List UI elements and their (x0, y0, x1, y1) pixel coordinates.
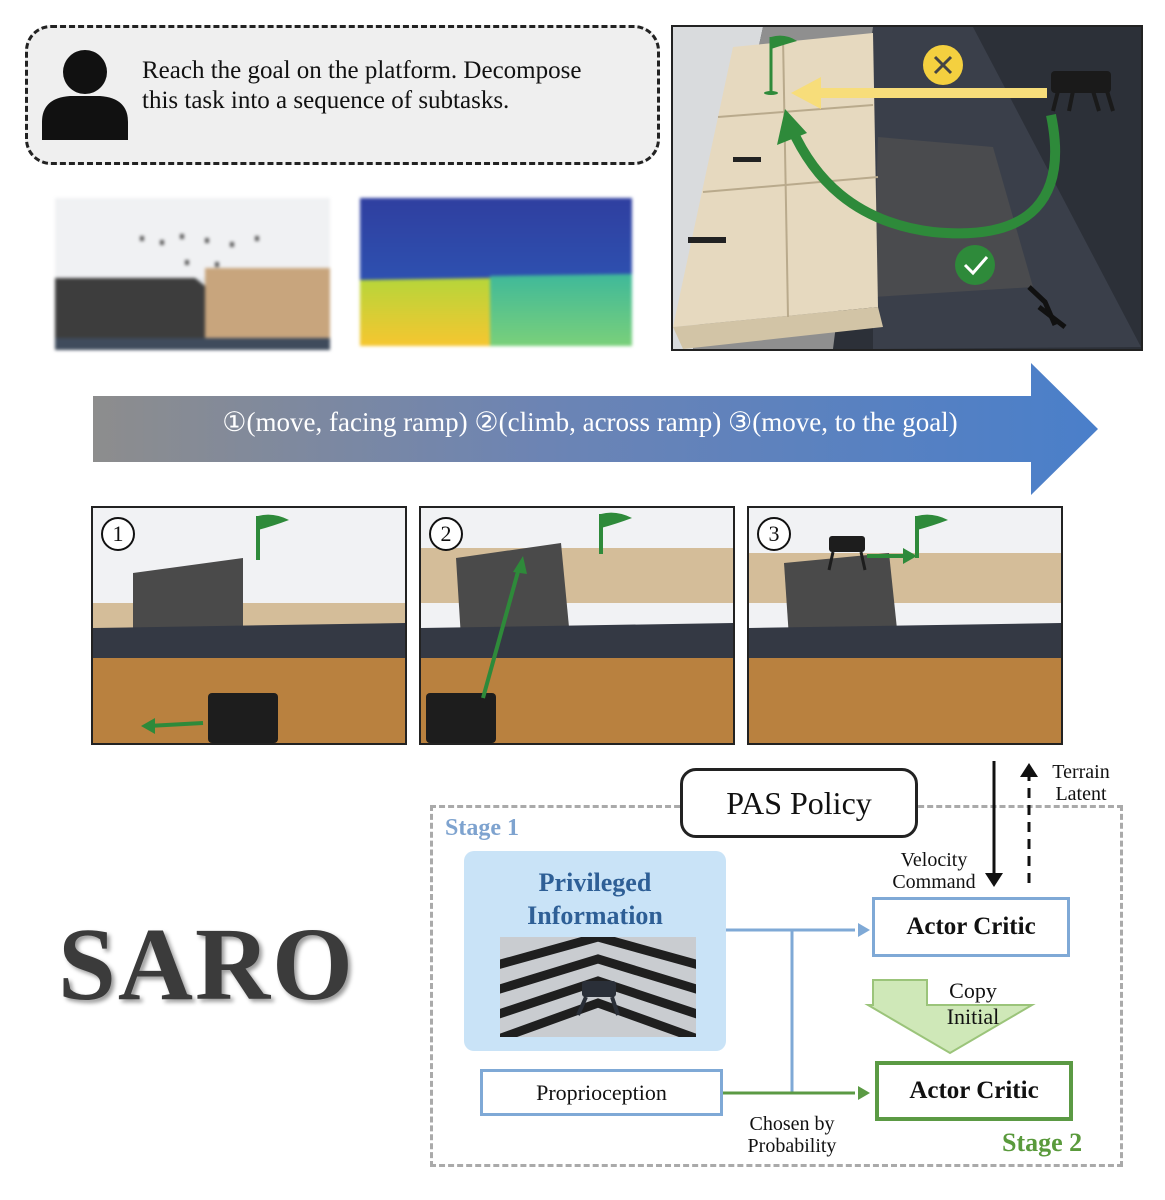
scene-illustration (673, 27, 1141, 349)
simulation-terrain-image (500, 937, 696, 1037)
copy-line-1: Copy (949, 978, 997, 1003)
success-check-icon (955, 245, 995, 285)
prompt-line-1: Reach the goal on the platform. Decompos… (142, 57, 582, 84)
privileged-line-2: Information (527, 901, 663, 930)
robot-icon (1051, 71, 1115, 112)
plan-text: ①(move, facing ramp) ②(climb, across ram… (222, 407, 958, 437)
goal-flag-icon (764, 35, 797, 95)
proprioception-box: Proprioception (480, 1069, 723, 1116)
step-number-1: 1 (101, 517, 135, 551)
pas-policy-box: PAS Policy (680, 768, 918, 838)
flag-icon (599, 512, 632, 554)
actor-critic-stage-2: Actor Critic (875, 1061, 1073, 1121)
prompt-bubble (25, 25, 660, 165)
step-2-illustration (421, 508, 733, 743)
prompt-line-2: this task into a sequence of subtasks. (142, 87, 510, 114)
step-photo-2 (419, 506, 735, 745)
privileged-information-title: Privileged Information (464, 866, 726, 932)
diagram-connectors (723, 761, 1038, 1100)
stage-2-label: Stage 2 (1002, 1128, 1083, 1157)
velocity-command-label: Velocity Command (882, 849, 986, 893)
step-1-illustration (93, 508, 405, 743)
flag-icon (256, 514, 289, 560)
green-path-arrow (777, 109, 1060, 239)
plan-arrow (93, 363, 1098, 495)
privileged-line-1: Privileged (538, 868, 652, 897)
step-number-3: 3 (757, 517, 791, 551)
step-photo-3 (747, 506, 1063, 745)
chosen-line-2: Probability (747, 1135, 837, 1157)
velocity-command-line-1: Velocity (900, 849, 968, 871)
rgb-camera-image (55, 198, 330, 350)
depth-image (360, 198, 632, 346)
flag-icon (915, 514, 948, 558)
actor-critic-stage-1: Actor Critic (872, 897, 1070, 957)
fail-x-icon (923, 45, 963, 85)
terrain-latent-label: Terrain Latent (1045, 761, 1117, 805)
chosen-line-1: Chosen by (749, 1113, 835, 1135)
chosen-by-probability-label: Chosen by Probability (737, 1113, 847, 1157)
step-number-2: 2 (429, 517, 463, 551)
user-icon (42, 50, 128, 140)
step-3-illustration (749, 508, 1061, 743)
step-photo-1 (91, 506, 407, 745)
scene-photo (671, 25, 1143, 351)
robot-icon (576, 981, 620, 1016)
saro-title: SARO (58, 907, 355, 1022)
copy-initial-label: Copy Initial (925, 978, 1021, 1030)
velocity-command-line-2: Command (892, 871, 976, 893)
stage-1-label: Stage 1 (445, 815, 519, 841)
yellow-path-arrow (791, 77, 1047, 109)
prompt-text: Reach the goal on the platform. Decompos… (142, 56, 662, 116)
copy-line-2: Initial (946, 1004, 1000, 1029)
terrain-latent-line-1: Terrain (1052, 761, 1110, 783)
terrain-latent-line-2: Latent (1055, 783, 1107, 805)
